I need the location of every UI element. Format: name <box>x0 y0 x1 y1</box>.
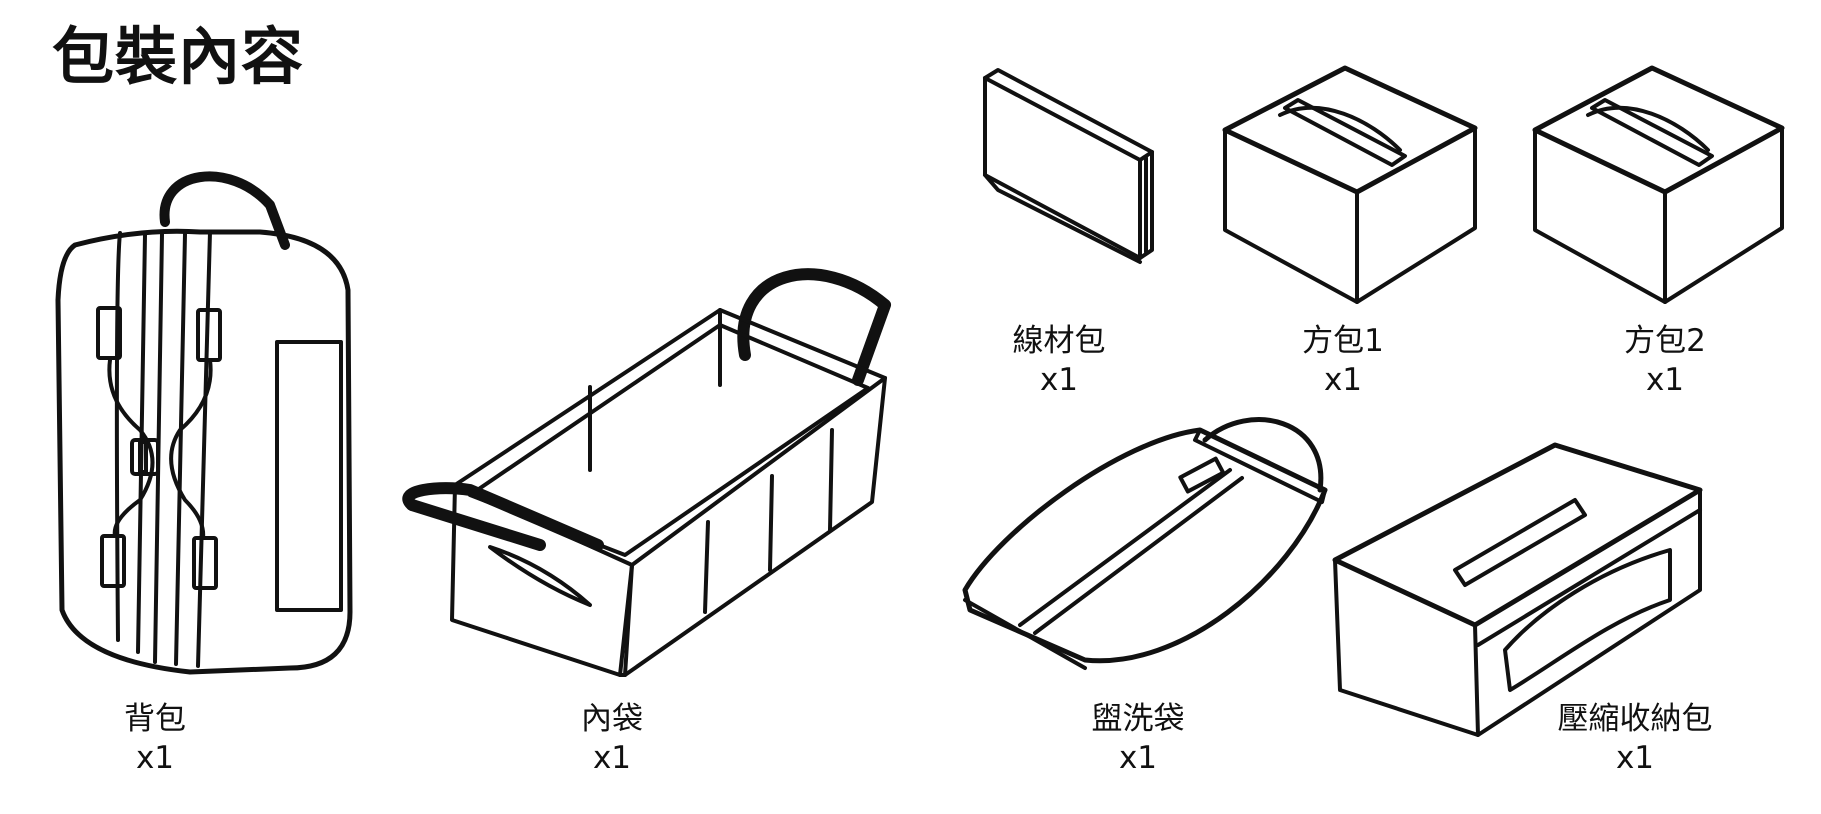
list-item: 內袋 x1 <box>502 700 722 778</box>
item-quantity: x1 <box>1323 361 1363 398</box>
inner-bag-icon <box>402 268 891 677</box>
item-name: 方包2 <box>1624 323 1706 359</box>
item-name: 壓縮收納包 <box>1557 701 1713 737</box>
list-item: 背包 x1 <box>45 700 265 778</box>
list-item: 盥洗袋 x1 <box>1028 700 1248 778</box>
cable-pouch-icon <box>983 68 1154 264</box>
item-name: 內袋 <box>581 701 643 737</box>
page-title: 包裝內容 <box>52 20 305 93</box>
list-item: 方包1 x1 <box>1233 322 1453 400</box>
item-quantity: x1 <box>135 739 175 776</box>
item-quantity: x1 <box>592 739 632 776</box>
backpack-icon <box>55 171 353 675</box>
item-quantity: x1 <box>1039 361 1079 398</box>
toiletry-bag-icon <box>962 417 1328 670</box>
item-name: 方包1 <box>1302 323 1384 359</box>
item-quantity: x1 <box>1645 361 1685 398</box>
list-item: 線材包 x1 <box>949 322 1169 400</box>
compression-bag-icon <box>1332 442 1703 737</box>
list-item: 壓縮收納包 x1 <box>1525 700 1745 778</box>
packing-cube-icon <box>1532 65 1785 304</box>
packing-cube-icon <box>1222 65 1478 304</box>
item-name: 線材包 <box>1012 323 1106 359</box>
item-quantity: x1 <box>1118 739 1158 776</box>
item-name: 盥洗袋 <box>1091 701 1185 737</box>
list-item: 方包2 x1 <box>1555 322 1775 400</box>
item-name: 背包 <box>124 701 186 737</box>
item-quantity: x1 <box>1615 739 1655 776</box>
